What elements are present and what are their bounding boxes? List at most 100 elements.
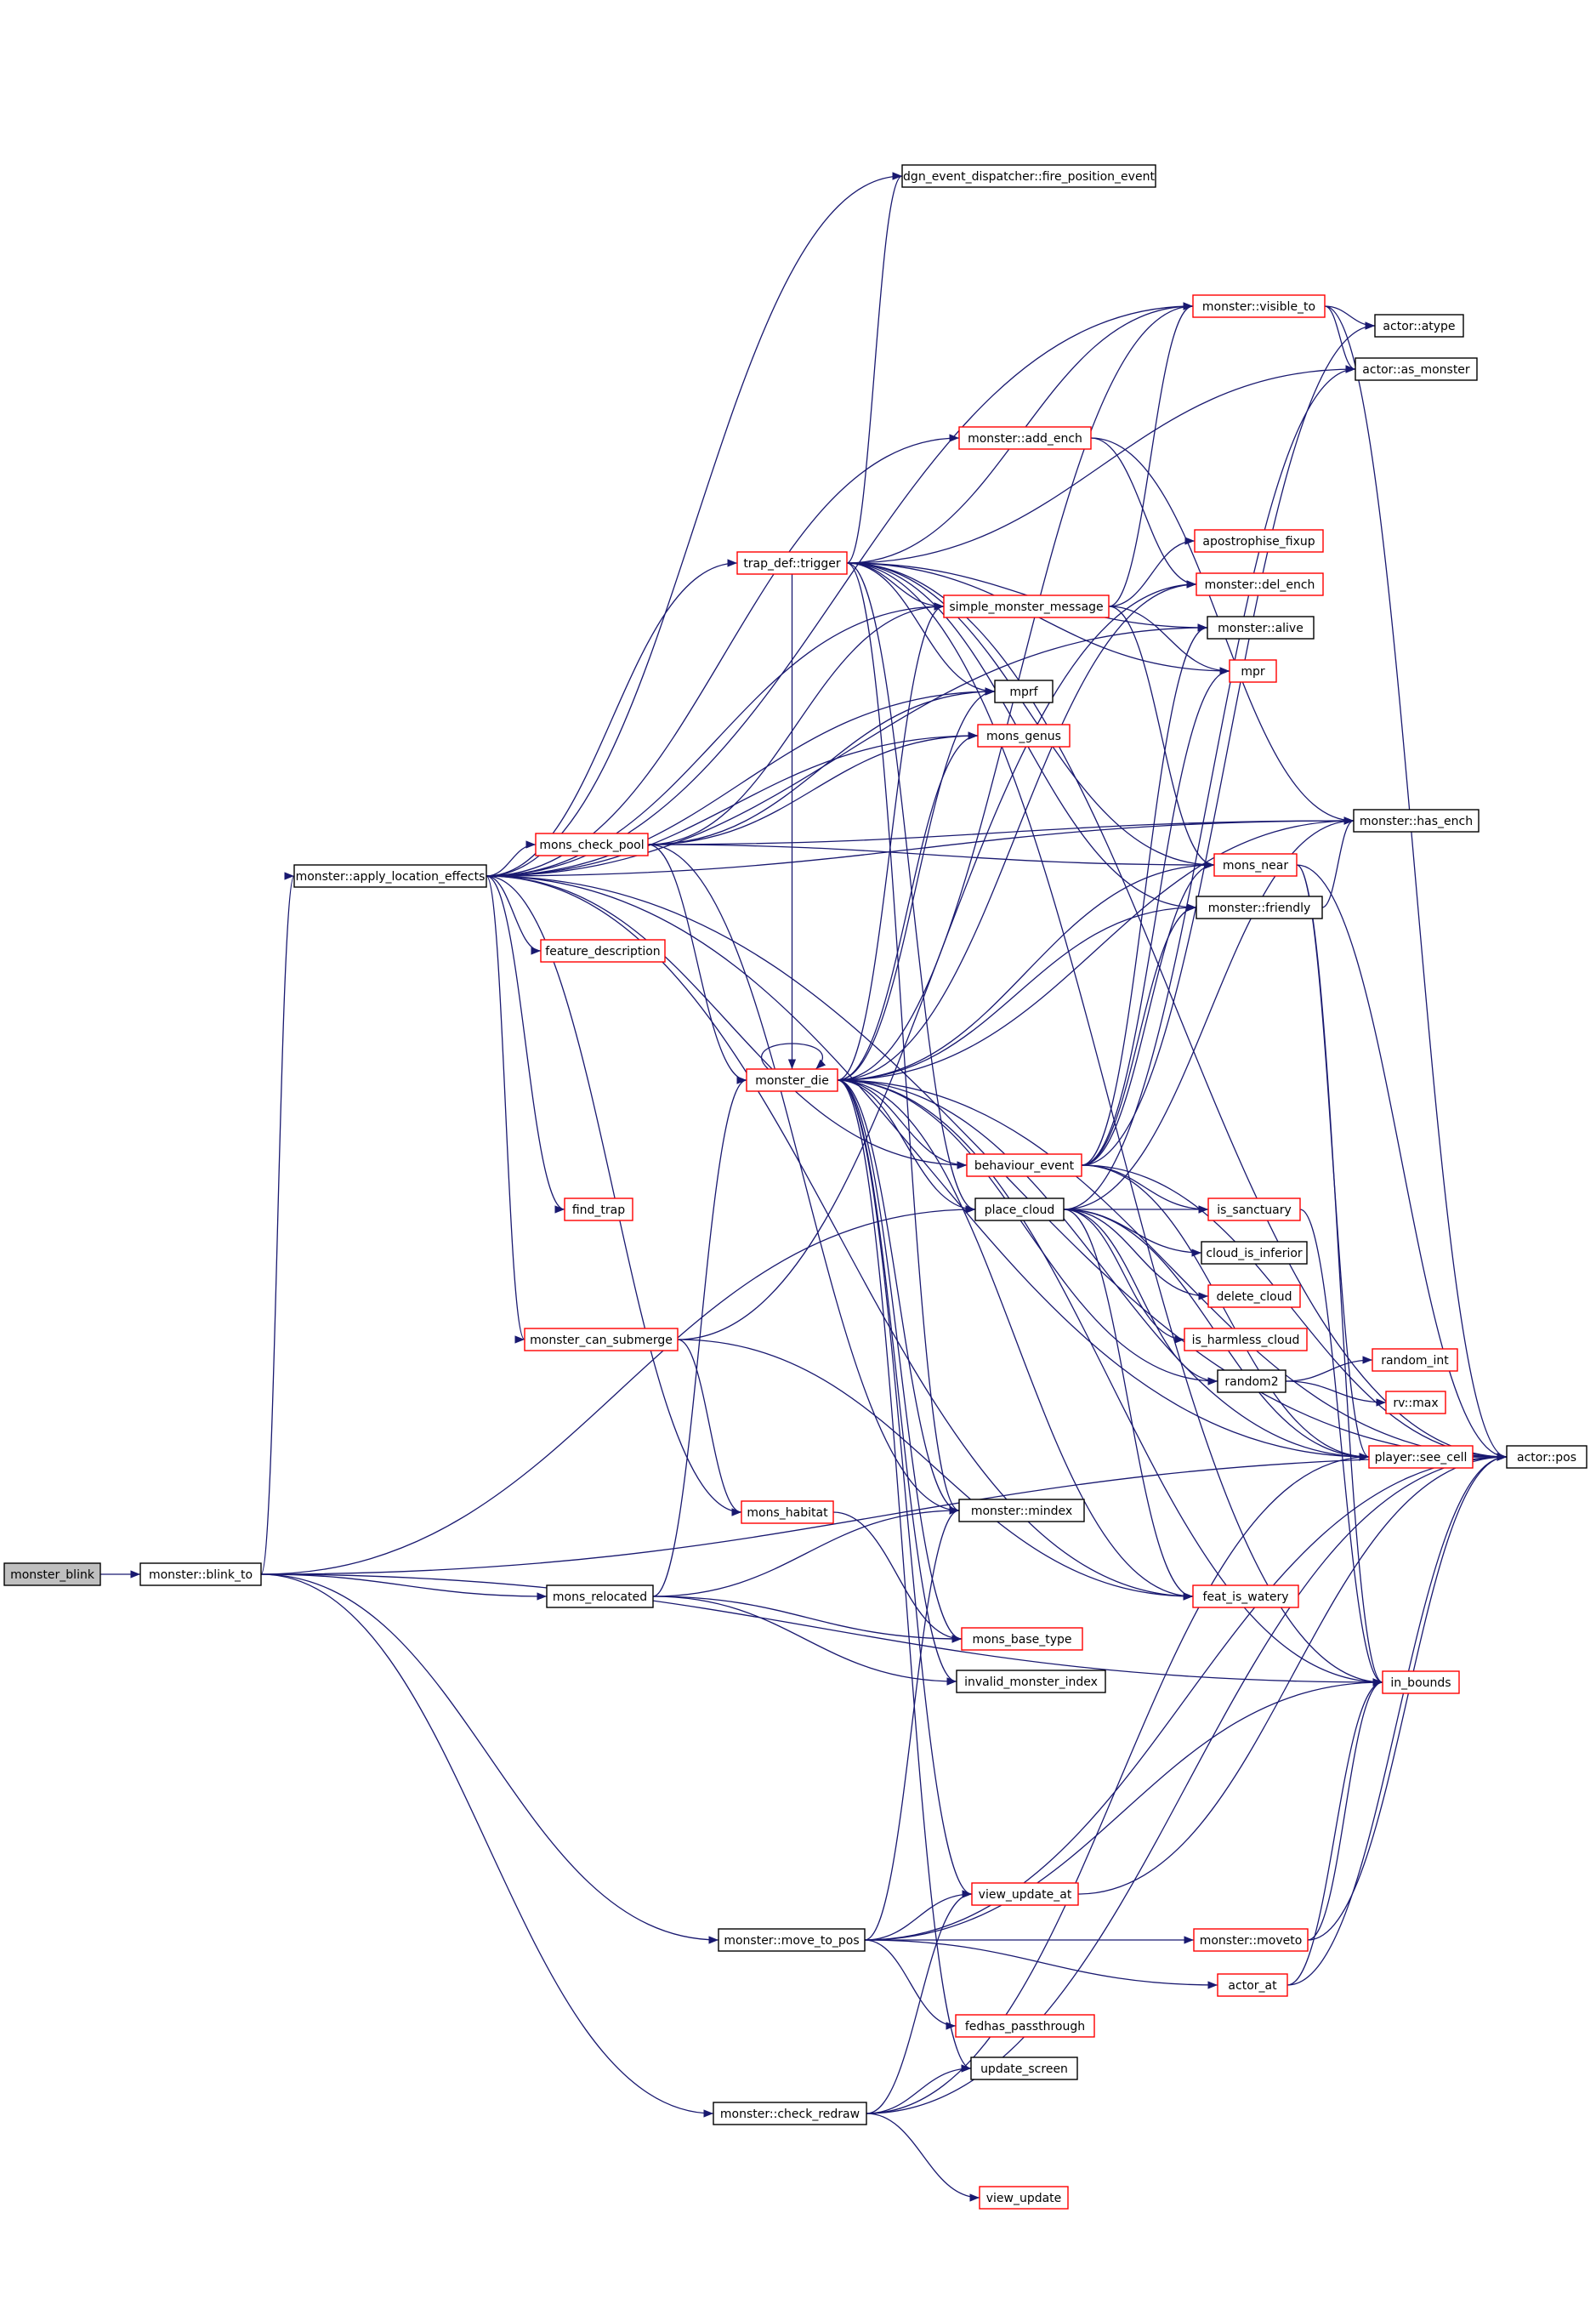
node-box [966,1153,1082,1177]
node-delete-cloud[interactable]: delete_cloud [1207,1284,1301,1308]
node-monster-die[interactable]: monster_die [746,1068,838,1092]
node-label: monster::check_redraw [720,2108,860,2121]
node-mons-relocated[interactable]: mons_relocated [546,1584,654,1608]
node-friendly[interactable]: monster::friendly [1196,896,1323,919]
edge-monster-die-to-update-screen [837,1079,972,2073]
node-monster-can-submerge[interactable]: monster_can_submerge [524,1328,679,1351]
node-random-int[interactable]: random_int [1372,1348,1458,1372]
node-mons-habitat[interactable]: mons_habitat [741,1500,834,1524]
node-fire-position-event[interactable]: dgn_event_dispatcher::fire_position_even… [901,164,1156,188]
node-rv-max[interactable]: rv::max [1385,1391,1446,1414]
node-behaviour-event[interactable]: behaviour_event [966,1153,1082,1177]
node-label: view_update_at [979,1888,1072,1902]
edge-check-redraw-to-view-update [866,2113,980,2202]
edge-mons-check-pool-to-has-ench [647,816,1355,845]
node-actor-at[interactable]: actor_at [1217,1973,1288,1997]
node-has-ench[interactable]: monster::has_ench [1353,809,1480,833]
node-simple-monster-message[interactable]: simple_monster_message [943,594,1110,618]
node-label: monster::visible_to [1202,300,1315,314]
node-visible-to[interactable]: monster::visible_to [1192,294,1326,318]
edge-move-to-pos-to-mindex [864,1506,960,1941]
node-label: is_sanctuary [1217,1203,1292,1217]
node-box [3,1562,101,1586]
node-mons-base-type[interactable]: mons_base_type [961,1627,1083,1651]
node-moveto[interactable]: monster::moveto [1193,1928,1309,1952]
node-mons-near[interactable]: mons_near [1213,853,1298,877]
node-add-ench[interactable]: monster::add_ench [958,426,1092,450]
node-label: actor::pos [1517,1451,1576,1465]
node-mons-genus[interactable]: mons_genus [977,724,1071,748]
node-monster-blink[interactable]: monster_blink [3,1562,101,1586]
node-trap-trigger[interactable]: trap_def::trigger [736,551,848,575]
edge-apply-location-effects-to-alive [486,623,1208,877]
node-update-screen[interactable]: update_screen [970,2056,1078,2080]
node-box [1196,896,1323,919]
edge-check-redraw-to-see-cell [866,1453,1370,2114]
node-view-update-at[interactable]: view_update_at [971,1882,1079,1906]
node-label: monster_blink [10,1568,95,1582]
node-mons-check-pool[interactable]: mons_check_pool [535,833,649,856]
edge-mons-check-pool-to-monster-die [647,844,747,1084]
node-invalid-monster-index[interactable]: invalid_monster_index [956,1670,1106,1693]
edge-behaviour-event-to-mpr [1081,667,1230,1166]
node-box [1192,1584,1299,1608]
edge-apply-location-effects-to-mprf [486,687,996,877]
node-random2[interactable]: random2 [1217,1369,1286,1393]
node-box [977,724,1071,748]
node-box [958,426,1092,450]
edge-add-ench-to-del-ench [1090,437,1197,589]
node-box [1213,853,1298,877]
node-check-redraw[interactable]: monster::check_redraw [713,2102,867,2125]
edge-moveto-to-in-bounds [1307,1678,1383,1941]
edge-monster-die-to-simple-monster-message [837,602,945,1081]
node-see-cell[interactable]: player::see_cell [1368,1445,1474,1469]
edge-place-cloud-to-is-harmless-cloud [1063,1209,1185,1344]
node-feature-description[interactable]: feature_description [540,939,666,963]
edge-apply-location-effects-to-find-trap [486,875,565,1214]
node-label: mons_relocated [553,1590,647,1604]
edge-monster-die-to-del-ench [837,580,1197,1081]
node-label: monster::apply_location_effects [296,870,486,884]
node-mindex[interactable]: monster::mindex [958,1499,1085,1522]
node-apostrophise-fixup[interactable]: apostrophise_fixup [1194,529,1324,553]
node-blink-to[interactable]: monster::blink_to [139,1562,262,1586]
edge-monster-die-to-invalid-monster-index [837,1079,957,1686]
node-box [971,1882,1079,1906]
node-label: find_trap [572,1203,625,1217]
node-is-sanctuary[interactable]: is_sanctuary [1207,1197,1301,1221]
node-atype[interactable]: actor::atype [1374,314,1464,338]
node-del-ench[interactable]: monster::del_ench [1196,572,1324,596]
node-alive[interactable]: monster::alive [1207,616,1315,640]
node-box [1353,809,1480,833]
node-apply-location-effects[interactable]: monster::apply_location_effects [293,864,487,888]
node-place-cloud[interactable]: place_cloud [974,1197,1065,1221]
node-box [970,2056,1078,2080]
node-view-update[interactable]: view_update [979,2186,1069,2210]
node-mpr[interactable]: mpr [1229,659,1277,683]
node-move-to-pos[interactable]: monster::move_to_pos [718,1928,866,1952]
node-label: rv::max [1393,1397,1438,1410]
edge-monster-die-to-in-bounds [837,1079,1383,1687]
edge-trap-trigger-to-mprf [846,562,996,696]
edge-layer [100,172,1508,2202]
node-label: monster::friendly [1208,902,1311,915]
node-as-monster[interactable]: actor::as_monster [1355,357,1478,381]
node-actor-pos[interactable]: actor::pos [1506,1445,1587,1469]
node-in-bounds[interactable]: in_bounds [1382,1670,1460,1694]
edge-monster-die-to-mons-base-type [837,1079,963,1643]
node-label: invalid_monster_index [964,1675,1098,1689]
node-feat-is-watery[interactable]: feat_is_watery [1192,1584,1299,1608]
node-is-harmless-cloud[interactable]: is_harmless_cloud [1184,1328,1308,1351]
node-cloud-is-inferior[interactable]: cloud_is_inferior [1201,1241,1308,1265]
node-find-trap[interactable]: find_trap [564,1197,633,1221]
node-box [994,680,1054,703]
node-box [1382,1670,1460,1694]
edge-view-update-at-to-actor-pos [1077,1453,1508,1895]
node-fedhas-passthrough[interactable]: fedhas_passthrough [955,2014,1095,2038]
edge-blink-to-to-in-bounds [260,1573,1383,1687]
node-mprf[interactable]: mprf [994,680,1054,703]
node-box [1207,1284,1301,1308]
node-label: monster::move_to_pos [724,1934,859,1948]
edge-mons-relocated-to-invalid-monster-index [652,1596,957,1686]
